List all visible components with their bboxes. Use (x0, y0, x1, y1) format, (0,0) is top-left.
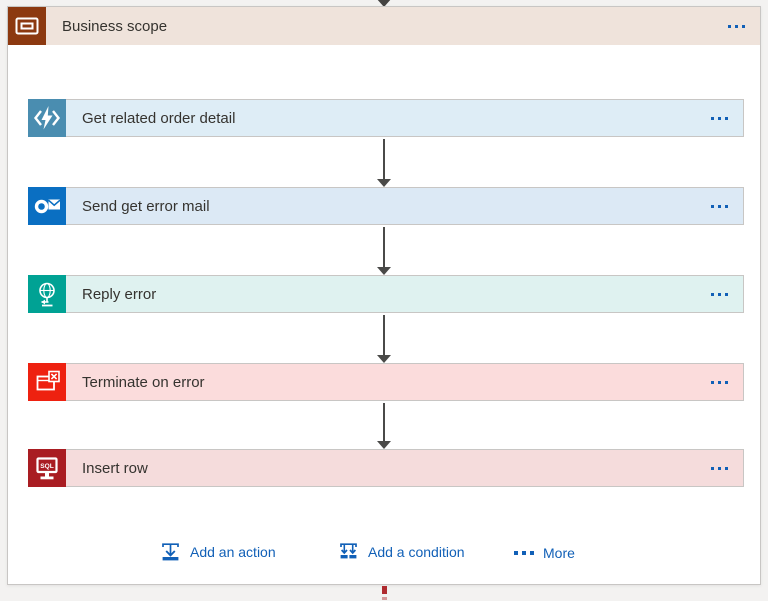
add-condition-button[interactable]: Add a condition (338, 541, 465, 562)
sql-database-icon: SQL (28, 449, 66, 487)
scope-title: Business scope (62, 17, 168, 35)
action-label: Reply error (82, 285, 157, 303)
action-label: Terminate on error (82, 373, 205, 391)
scope-menu-ellipsis-button[interactable] (728, 25, 745, 28)
add-condition-label: Add a condition (368, 543, 465, 560)
svg-text:SQL: SQL (40, 463, 54, 470)
scope-icon (8, 7, 46, 45)
add-action-button[interactable]: Add an action (160, 541, 276, 562)
more-button[interactable]: More (514, 545, 575, 561)
action-menu-ellipsis-button[interactable] (711, 466, 728, 470)
scope-card-business-scope: Business scope Get related order detail (7, 6, 761, 585)
action-card-terminate-on-error[interactable]: Terminate on error (28, 363, 744, 401)
add-action-label: Add an action (190, 543, 276, 560)
more-ellipsis-icon (514, 551, 534, 555)
terminate-icon (28, 363, 66, 401)
action-menu-ellipsis-button[interactable] (711, 116, 728, 120)
action-label: Insert row (82, 459, 148, 477)
more-label: More (543, 545, 575, 561)
action-card-insert-row[interactable]: SQL Insert row (28, 449, 744, 487)
action-label: Send get error mail (82, 197, 210, 215)
flow-arrow (377, 139, 391, 187)
flow-arrow (377, 403, 391, 449)
scope-header[interactable]: Business scope (8, 7, 760, 45)
add-action-icon (160, 541, 181, 562)
action-menu-ellipsis-button[interactable] (711, 204, 728, 208)
action-menu-ellipsis-button[interactable] (711, 292, 728, 296)
response-globe-icon (28, 275, 66, 313)
flow-arrow (377, 227, 391, 275)
add-condition-icon (338, 541, 359, 562)
action-card-reply-error[interactable]: Reply error (28, 275, 744, 313)
action-card-get-related-order-detail[interactable]: Get related order detail (28, 99, 744, 137)
action-menu-ellipsis-button[interactable] (711, 380, 728, 384)
outgoing-connector-stub (382, 586, 387, 594)
outgoing-connector-stub-dash (382, 597, 387, 600)
action-card-send-get-error-mail[interactable]: Send get error mail (28, 187, 744, 225)
flow-arrow (377, 315, 391, 363)
incoming-flow-arrow (376, 0, 392, 7)
custom-connector-icon (28, 99, 66, 137)
action-label: Get related order detail (82, 109, 236, 127)
outlook-icon (28, 187, 66, 225)
